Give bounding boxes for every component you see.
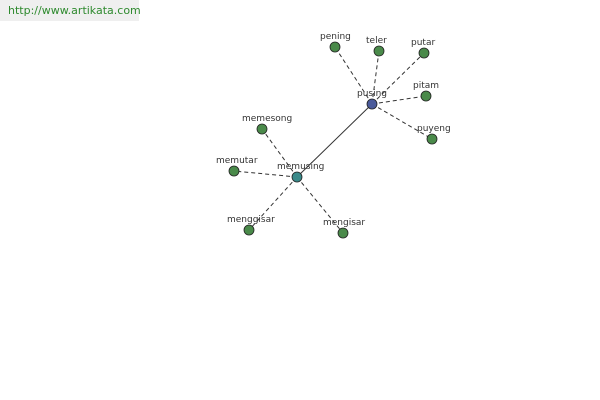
label-mengisar[interactable]: mengisar <box>323 218 365 228</box>
label-teler[interactable]: teler <box>366 36 387 46</box>
watermark-url[interactable]: http://www.artikata.com <box>8 4 141 17</box>
label-memesong[interactable]: memesong <box>242 114 292 124</box>
node-pitam[interactable] <box>420 90 432 102</box>
node-putar[interactable] <box>418 47 430 59</box>
node-memusing[interactable] <box>291 171 303 183</box>
label-putar[interactable]: putar <box>411 38 435 48</box>
label-memusing[interactable]: memusing <box>277 162 324 172</box>
node-memesong[interactable] <box>256 123 268 135</box>
edge-pusing-memusing <box>296 103 373 178</box>
label-memutar[interactable]: memutar <box>216 156 258 166</box>
node-memutar[interactable] <box>228 165 240 177</box>
edge-pusing-teler <box>371 50 380 105</box>
graph-nodes <box>228 41 438 239</box>
graph-edges <box>233 46 433 234</box>
node-puyeng[interactable] <box>426 133 438 145</box>
edge-pusing-pening <box>334 46 373 105</box>
edge-memusing-memesong <box>261 128 298 178</box>
node-mengisar[interactable] <box>337 227 349 239</box>
node-teler[interactable] <box>373 45 385 57</box>
label-pusing[interactable]: pusing <box>357 89 387 99</box>
edge-memusing-memutar <box>233 170 298 178</box>
graph-labels: pening teler putar pitam puyeng memesong memut… <box>216 32 451 228</box>
node-pusing[interactable] <box>366 98 378 110</box>
edge-pusing-putar <box>371 52 425 105</box>
label-puyeng[interactable]: puyeng <box>417 124 451 134</box>
edge-memusing-menggisar <box>248 176 298 231</box>
edge-pusing-puyeng <box>371 103 433 140</box>
label-pening[interactable]: pening <box>320 32 351 42</box>
node-menggisar[interactable] <box>243 224 255 236</box>
watermark-banner: http://www.artikata.com <box>0 0 141 21</box>
edge-memusing-mengisar <box>296 176 344 234</box>
edge-pusing-pitam <box>371 95 427 105</box>
node-pening[interactable] <box>329 41 341 53</box>
label-pitam[interactable]: pitam <box>413 81 439 91</box>
label-menggisar[interactable]: menggisar <box>227 215 275 225</box>
